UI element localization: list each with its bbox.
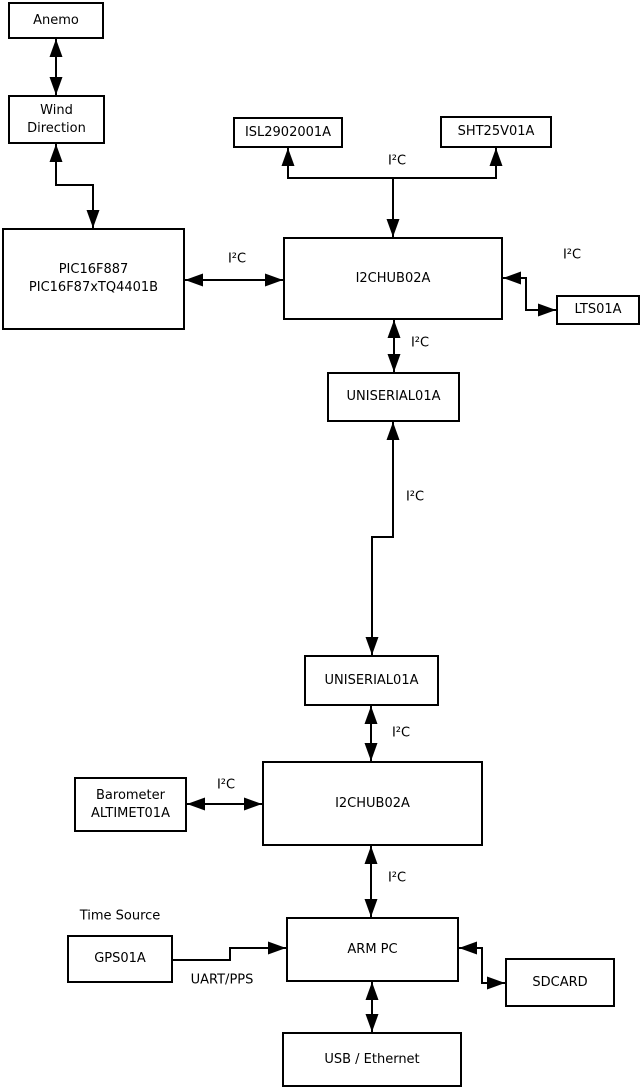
label-i2c-barometer: I²C xyxy=(216,777,236,793)
arrowhead-barometer-hub-end xyxy=(244,797,262,811)
arrowhead-hub-armpc-end xyxy=(364,899,378,917)
node-label-line: SHT25V01A xyxy=(457,124,535,139)
node-label-line: Barometer xyxy=(96,787,165,803)
node-gps01a: GPS01A xyxy=(67,935,173,983)
arrowhead-barometer-hub-start xyxy=(187,797,205,811)
label-i2c-pic-hub: I²C xyxy=(227,251,247,267)
arrowhead-armpc-usb-start xyxy=(365,982,379,1000)
label-i2c-long-link: I²C xyxy=(405,489,425,505)
arrowhead-armpc-sdcard-start xyxy=(459,941,477,955)
node-label-line: Direction xyxy=(27,120,86,136)
node-label-line: ALTIMET01A xyxy=(91,805,170,821)
arrowhead-pic-i2chub-top-end xyxy=(265,273,283,287)
arrowhead-hub-armpc-start xyxy=(364,846,378,864)
edge-hub-lts xyxy=(503,277,556,311)
arrowhead-wind-pic-end xyxy=(86,210,100,228)
arrowhead-uniserial-uniserial-end xyxy=(365,637,379,655)
node-i2chub-bottom: I2CHUB02A xyxy=(262,761,483,846)
label-i2c-lts: I²C xyxy=(562,247,582,263)
node-label-line: I2CHUB02A xyxy=(355,270,431,286)
arrowhead-hub-uniserial-top-start xyxy=(387,320,401,338)
edge-armpc-sdcard xyxy=(459,947,505,984)
arrowhead-anemo-wind-start xyxy=(49,39,63,57)
arrowhead-branch-into-hub-end xyxy=(386,219,400,237)
edge-branch-sht xyxy=(393,148,497,179)
node-label-line: SDCARD xyxy=(532,974,588,990)
node-label-line: Wind xyxy=(40,102,73,118)
edge-uniserial-uniserial xyxy=(371,422,394,655)
node-label-line: Anemo xyxy=(33,12,79,28)
node-label-line: PIC16F887 xyxy=(58,262,129,277)
label-time-source: Time Source xyxy=(79,908,161,924)
node-label-line: USB / Ethernet xyxy=(324,1051,420,1067)
edge-gps-armpc xyxy=(173,947,286,961)
label-i2c-hub-armpc: I²C xyxy=(387,870,407,886)
arrowhead-gps-armpc-end xyxy=(268,941,286,955)
node-lts01a: LTS01A xyxy=(556,295,640,325)
node-label-line: GPS01A xyxy=(94,951,146,966)
arrowhead-uniserial-hub-bottom-start xyxy=(364,706,378,724)
edge-branch-isl xyxy=(287,148,393,179)
arrowhead-uniserial-hub-bottom-end xyxy=(364,743,378,761)
arrowhead-armpc-usb-end xyxy=(365,1014,379,1032)
arrowhead-branch-isl-end xyxy=(281,148,295,166)
arrowhead-pic-i2chub-top-start xyxy=(185,273,203,287)
node-label-line: ARM PC xyxy=(347,941,398,957)
arrowhead-hub-uniserial-top-end xyxy=(387,354,401,372)
node-uniserial-bottom: UNISERIAL01A xyxy=(304,655,439,706)
node-label-line: UNISERIAL01A xyxy=(324,672,419,688)
arrowhead-hub-lts-end xyxy=(538,303,556,317)
label-i2c-sensor-branch: I²C xyxy=(387,153,407,169)
arrowhead-branch-sht-end xyxy=(489,148,503,166)
node-i2chub-top: I2CHUB02A xyxy=(283,237,503,320)
node-label-line: PIC16F87xTQ4401B xyxy=(28,280,159,295)
arrowhead-hub-lts-start xyxy=(503,271,521,285)
arrowhead-anemo-wind-end xyxy=(49,77,63,95)
node-label-line: ISL2902001A xyxy=(244,124,332,140)
label-i2c-uniserial-hub: I²C xyxy=(391,725,411,741)
arrowhead-uniserial-uniserial-start xyxy=(386,422,400,440)
node-arm-pc: ARM PC xyxy=(286,917,459,982)
node-anemo: Anemo xyxy=(8,2,104,39)
label-uart-pps: UART/PPS xyxy=(190,972,254,988)
node-label-line: I2CHUB02A xyxy=(335,795,410,811)
node-uniserial-top: UNISERIAL01A xyxy=(327,372,460,422)
node-sdcard: SDCARD xyxy=(505,958,615,1007)
node-sht25v01a: SHT25V01A xyxy=(440,116,552,148)
arrowhead-armpc-sdcard-end xyxy=(487,976,505,990)
edge-wind-pic xyxy=(55,144,94,228)
label-i2c-hub-uniserial: I²C xyxy=(410,335,430,351)
arrowhead-wind-pic-start xyxy=(49,144,63,162)
node-usb-ethernet: USB / Ethernet xyxy=(282,1032,462,1087)
node-isl2902001a: ISL2902001A xyxy=(233,117,343,148)
node-label-line: LTS01A xyxy=(574,302,622,317)
node-label-line: UNISERIAL01A xyxy=(346,389,441,404)
